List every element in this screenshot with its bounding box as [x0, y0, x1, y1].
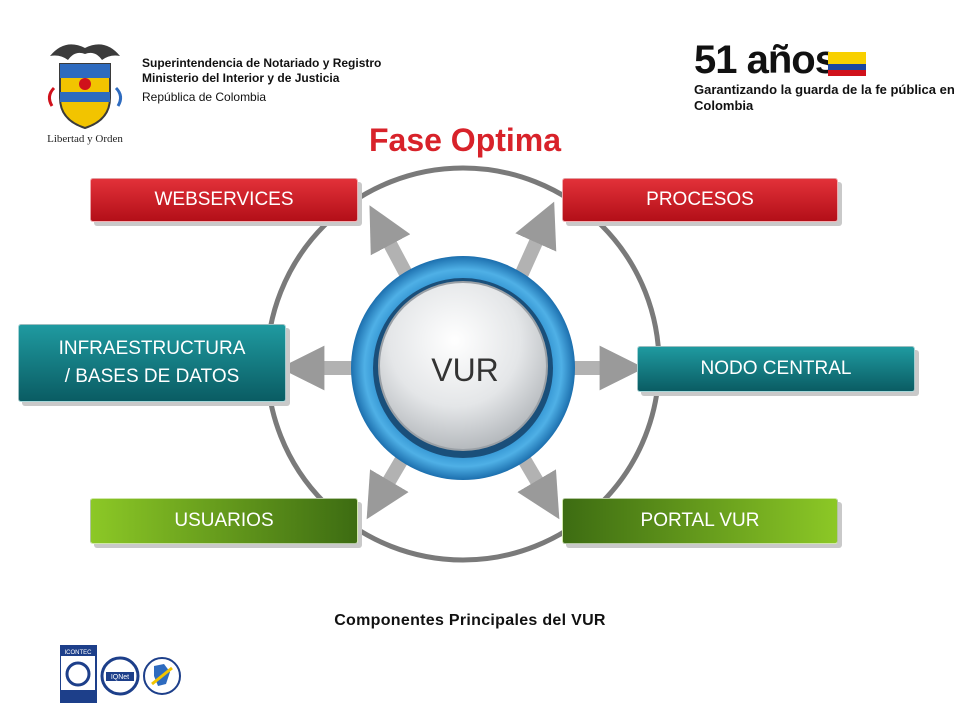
- node-infraestructura: INFRAESTRUCTURA / BASES DE DATOS: [18, 324, 286, 402]
- diagram-caption: Componentes Principales del VUR: [334, 612, 606, 629]
- anniversary-logo: 51 años Garantizando la guarda de la fe …: [694, 38, 955, 114]
- colombia-flag-icon: [828, 52, 866, 76]
- country-name: República de Colombia: [142, 90, 267, 104]
- coat-of-arms-icon: Libertad y Orden: [47, 44, 123, 145]
- node-infra-line2: / BASES DE DATOS: [64, 366, 240, 387]
- node-procesos: PROCESOS: [562, 178, 838, 222]
- node-infra-line1: INFRAESTRUCTURA: [58, 338, 246, 359]
- node-usuarios: USUARIOS: [90, 498, 358, 544]
- node-webservices: WEBSERVICES: [90, 178, 358, 222]
- icontec-cert-icon: ICONTEC: [60, 645, 97, 703]
- anniversary-years: 51 años: [694, 38, 837, 82]
- ministry-name: Ministerio del Interior y de Justicia: [142, 71, 340, 85]
- anniversary-country: Colombia: [694, 98, 754, 113]
- crest-motto: Libertad y Orden: [47, 133, 123, 145]
- anniversary-slogan: Garantizando la guarda de la fe pública …: [694, 82, 955, 97]
- node-portal-vur: PORTAL VUR: [562, 498, 838, 544]
- node-procesos-label: PROCESOS: [646, 189, 754, 210]
- certification-logos: ICONTEC IQNet: [60, 645, 181, 703]
- node-webservices-label: WEBSERVICES: [154, 189, 294, 210]
- organization-block: Superintendencia de Notariado y Registro…: [142, 56, 381, 106]
- icontec-label: ICONTEC: [65, 650, 93, 656]
- center-disc: [378, 281, 548, 451]
- page-title: Fase Optima: [368, 122, 562, 158]
- iqnet-label: IQNet: [111, 674, 129, 681]
- colombia-cert-icon: [143, 657, 181, 695]
- iqnet-cert-icon: IQNet: [100, 656, 140, 696]
- center-label: VUR: [431, 351, 499, 388]
- node-nodo-central: NODO CENTRAL: [637, 346, 915, 392]
- node-usuarios-label: USUARIOS: [174, 510, 274, 531]
- node-portal-label: PORTAL VUR: [640, 510, 760, 531]
- org-name: Superintendencia de Notariado y Registro: [142, 56, 382, 70]
- node-nodo-label: NODO CENTRAL: [700, 358, 852, 379]
